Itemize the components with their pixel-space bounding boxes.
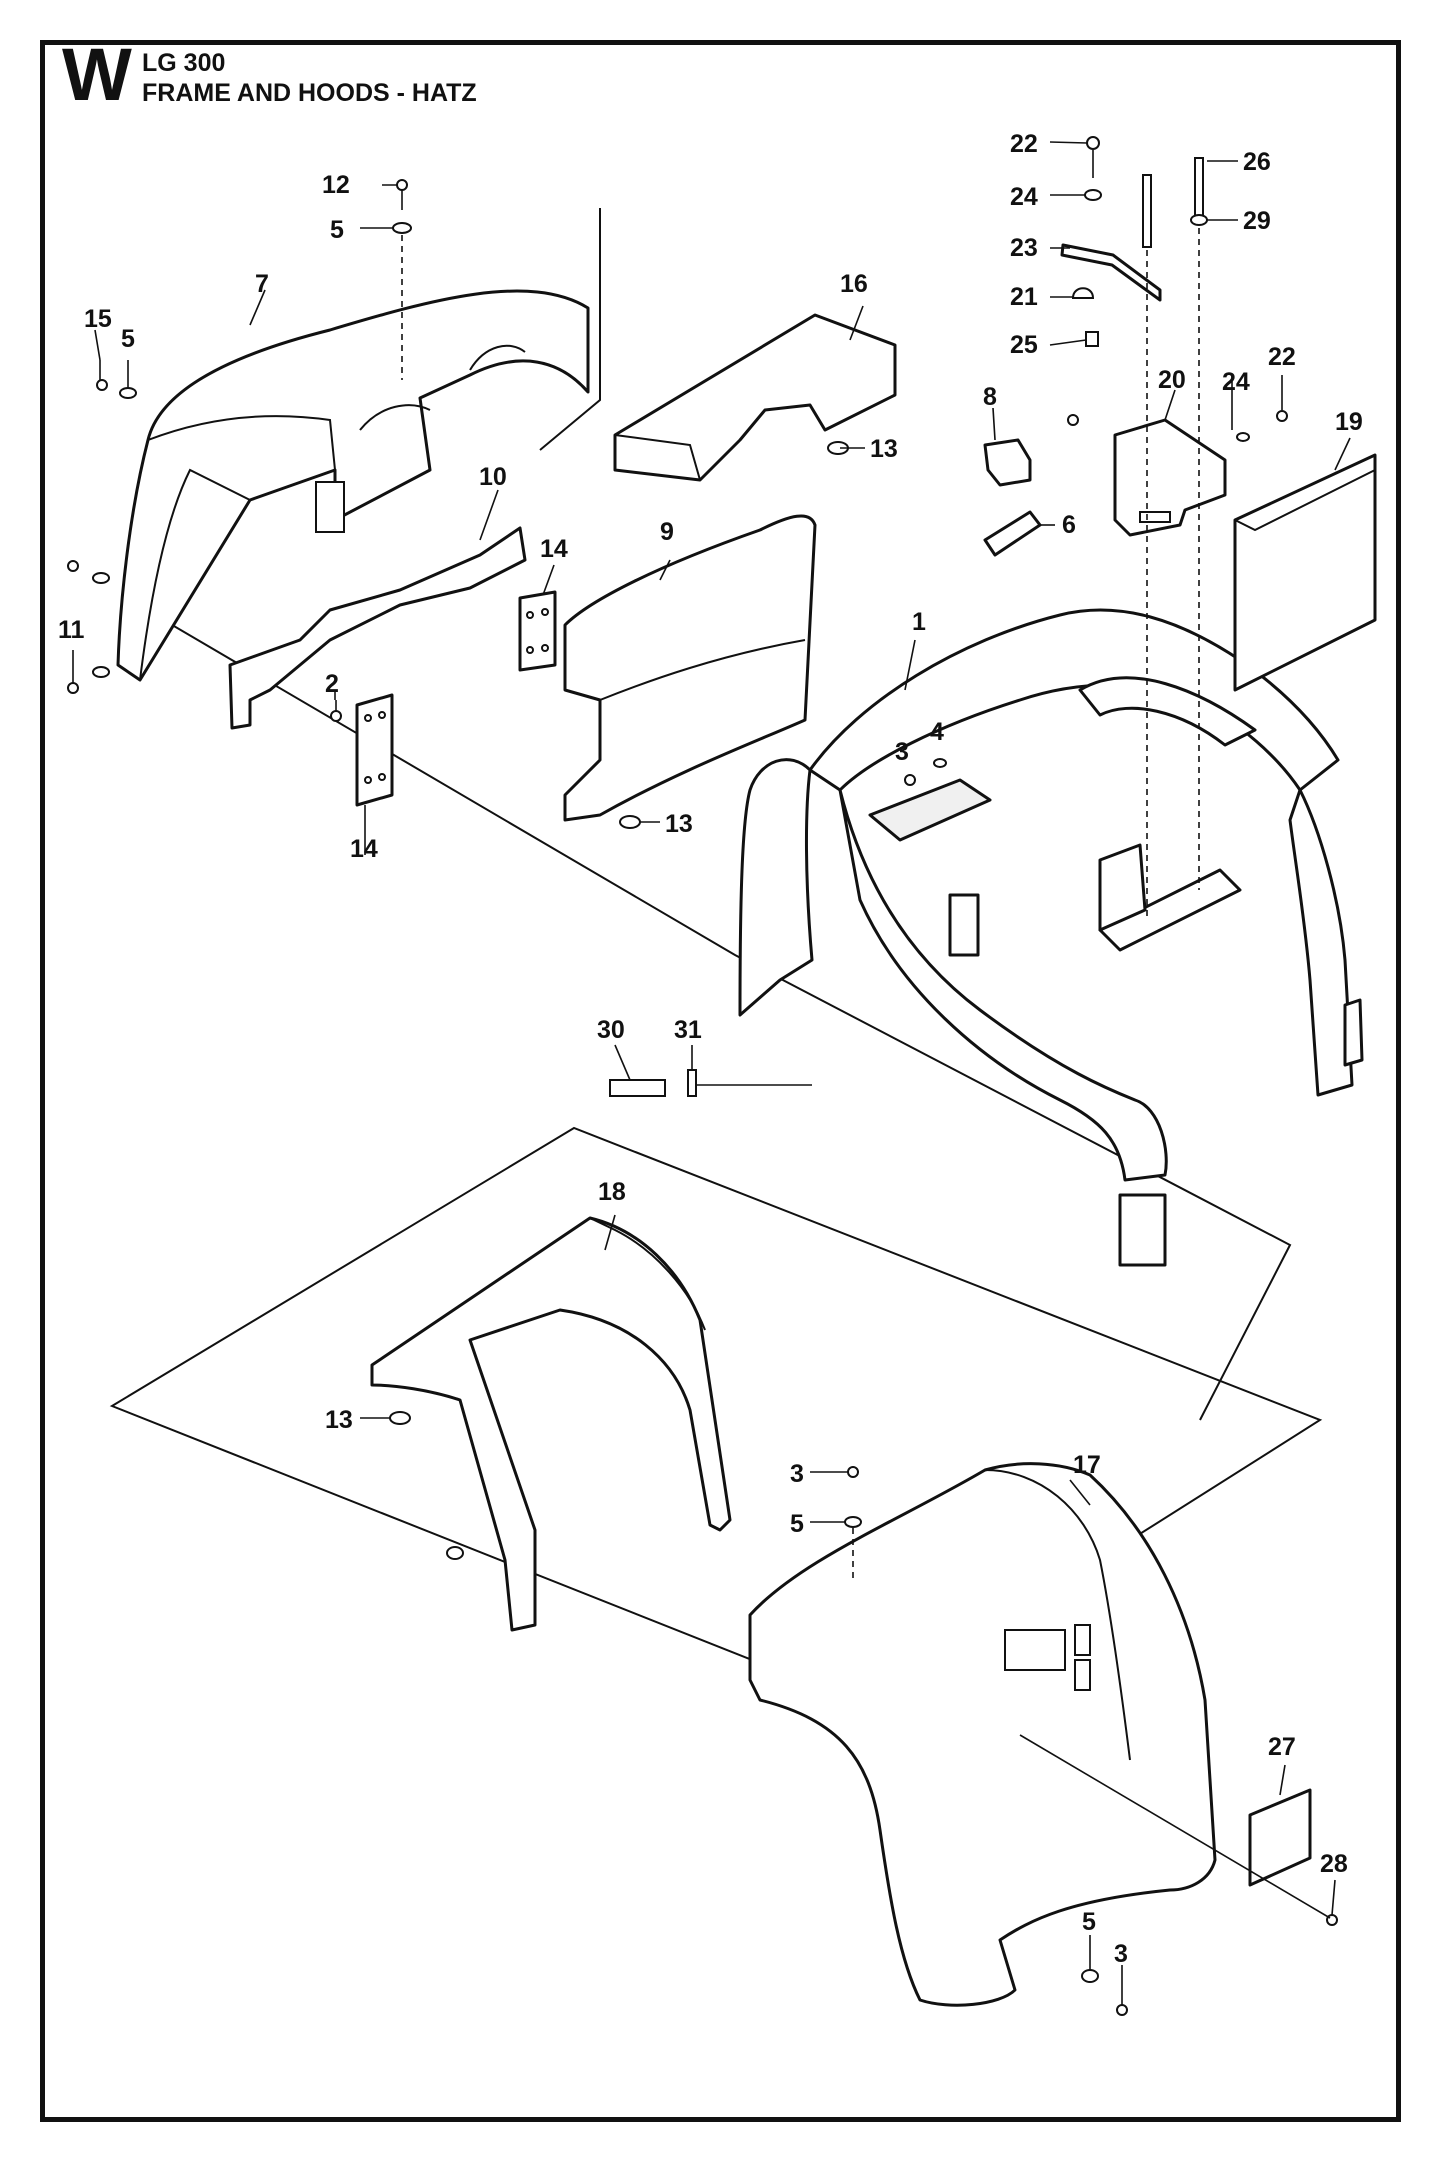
callout-12: 12 (322, 171, 350, 199)
callout-9: 9 (660, 518, 674, 546)
box-pad-part-19 (1233, 453, 1377, 692)
callout-18: 18 (598, 1178, 626, 1206)
model-name: LG 300 (142, 49, 226, 77)
callout-4: 4 (930, 718, 944, 746)
callout-24-right: 24 (1222, 368, 1250, 396)
callout-15: 15 (84, 305, 112, 333)
callout-21: 21 (1010, 283, 1038, 311)
mount-bracket-part-20 (1113, 418, 1227, 537)
callout-24-top: 24 (1010, 183, 1038, 211)
callout-28: 28 (1320, 1850, 1348, 1878)
callout-5-front-side: 5 (121, 325, 135, 353)
callout-3-hood-top: 3 (790, 1460, 804, 1488)
callout-25: 25 (1010, 331, 1038, 359)
hinge-plate-part-14-upper (518, 590, 557, 672)
callout-13-seat-back: 13 (665, 810, 693, 838)
callout-23: 23 (1010, 234, 1038, 262)
callout-19: 19 (1335, 408, 1363, 436)
callout-11: 11 (58, 616, 85, 644)
leader-lines (94, 141, 1351, 2005)
bushing-part-6 (983, 510, 1042, 557)
callout-13-seat-pad: 13 (870, 435, 898, 463)
callout-3-frame: 3 (895, 738, 909, 766)
callout-30: 30 (597, 1016, 625, 1044)
callout-14-lower: 14 (350, 835, 378, 863)
callout-5-hood-bottom: 5 (1082, 1908, 1096, 1936)
callout-labels: 1 2 3 3 3 4 5 5 5 5 6 7 8 9 10 11 12 13 … (58, 130, 1363, 1968)
seat-back-part-9 (563, 514, 817, 822)
frame-assembly-plane (149, 611, 1292, 1421)
callout-5-hood-top: 5 (790, 1510, 804, 1538)
diagram-title: FRAME AND HOODS - HATZ (142, 79, 477, 107)
callout-2: 2 (325, 670, 339, 698)
callout-17: 17 (1073, 1451, 1101, 1479)
callout-13-fender: 13 (325, 1406, 353, 1434)
callout-7: 7 (255, 270, 269, 298)
callout-16: 16 (840, 270, 868, 298)
diagram-border (40, 40, 1401, 2122)
front-hood-part-7 (116, 289, 590, 682)
callout-31: 31 (674, 1016, 702, 1044)
callout-27: 27 (1268, 1733, 1296, 1761)
support-bracket-part-10 (228, 526, 527, 730)
callout-22-right: 22 (1268, 343, 1296, 371)
callout-6: 6 (1062, 511, 1076, 539)
callout-5-front-top: 5 (330, 216, 344, 244)
callout-22-top: 22 (1010, 130, 1038, 158)
front-hood-plane (539, 208, 601, 451)
section-letter: W (62, 33, 132, 116)
rear-hood-part-17 (748, 1462, 1217, 2007)
callout-29: 29 (1243, 207, 1271, 235)
callout-20: 20 (1158, 366, 1186, 394)
hardware-group (67, 136, 1338, 2016)
mount-block-part-8 (983, 438, 1032, 487)
callout-8: 8 (983, 383, 997, 411)
cover-plate-part-27 (1248, 1788, 1312, 1887)
callout-3-hood-bottom: 3 (1114, 1940, 1128, 1968)
rear-fender-part-18 (370, 1216, 732, 1632)
seat-pad-part-16 (613, 313, 897, 482)
lower-assembly-plane (109, 1126, 1323, 1708)
hinge-plate-part-14-lower (355, 693, 394, 807)
callout-10: 10 (479, 463, 507, 491)
title-block: LG 300 FRAME AND HOODS - HATZ (142, 48, 477, 108)
callout-1: 1 (912, 608, 926, 636)
callout-26: 26 (1243, 148, 1271, 176)
callout-14-upper: 14 (540, 535, 568, 563)
main-frame-part-1 (738, 608, 1364, 1267)
